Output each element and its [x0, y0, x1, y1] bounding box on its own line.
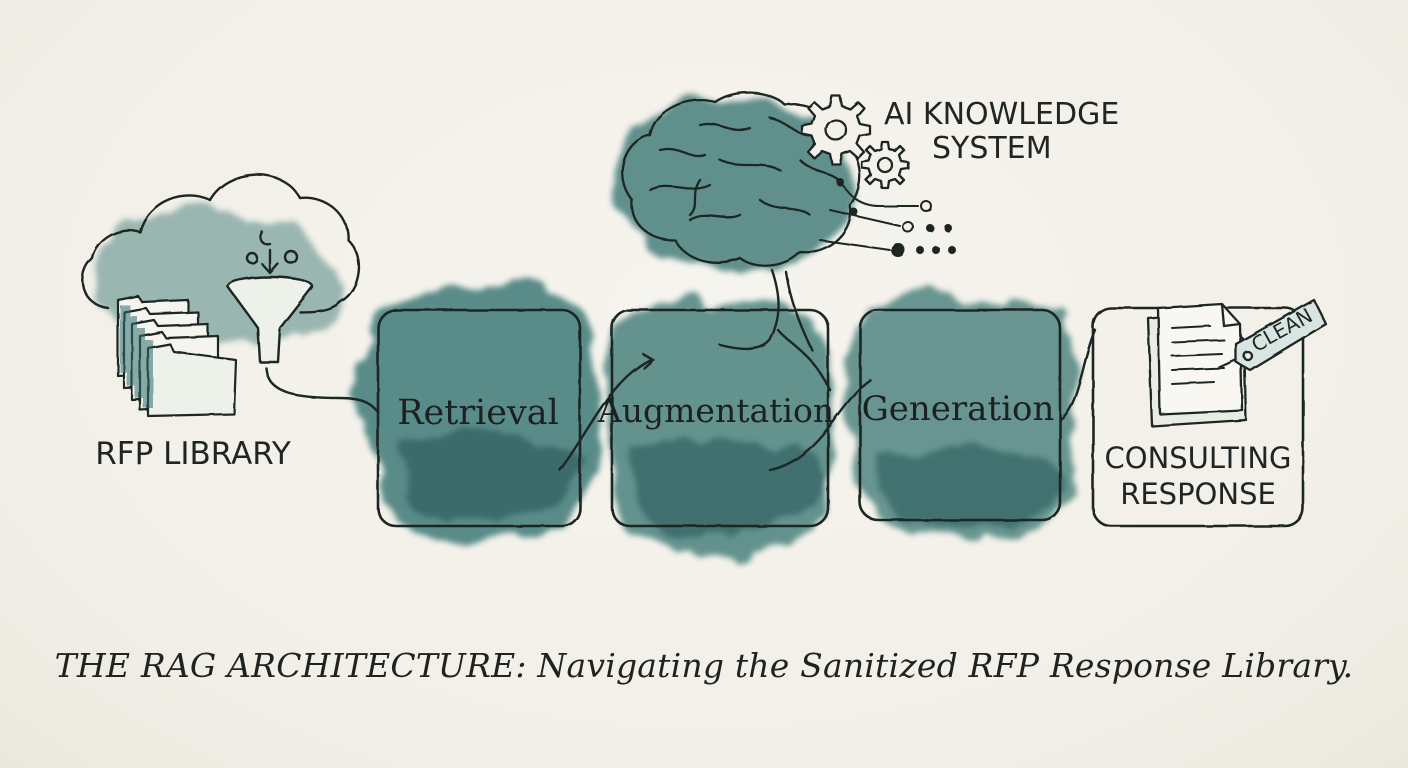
ai-knowledge-label-line2: SYSTEM	[932, 131, 1052, 166]
folder-stack-icon	[116, 294, 238, 418]
rfp-library-label: RFP LIBRARY	[95, 436, 291, 472]
augmentation-box	[610, 308, 830, 528]
generation-box	[858, 308, 1062, 522]
gear-icon	[800, 94, 910, 190]
retrieval-box	[376, 308, 582, 528]
diagram-caption: THE RAG ARCHITECTURE: Navigating the San…	[54, 646, 1354, 685]
funnel-to-retrieval-connector	[264, 366, 380, 414]
circuit-icon	[819, 178, 956, 257]
generation-to-output-connector	[1058, 328, 1097, 422]
retrieval-label: Retrieval	[397, 393, 559, 433]
funnel-icon	[226, 230, 314, 364]
retrieval-to-augmentation-connector	[558, 358, 652, 472]
brain-stem	[718, 268, 780, 351]
connectors	[264, 268, 1097, 472]
augmentation-to-generation-connector	[768, 378, 872, 472]
document-icon	[1146, 302, 1248, 428]
consulting-response-label-line2: RESPONSE	[1120, 477, 1276, 511]
generation-label: Generation	[862, 389, 1055, 429]
cloud-icon	[81, 173, 361, 314]
consulting-response-label-line1: CONSULTING	[1105, 441, 1292, 475]
ai-knowledge-label-line1: AI KNOWLEDGE	[884, 97, 1119, 132]
augmentation-label: Augmentation	[597, 391, 834, 430]
brain-wash	[618, 96, 856, 271]
